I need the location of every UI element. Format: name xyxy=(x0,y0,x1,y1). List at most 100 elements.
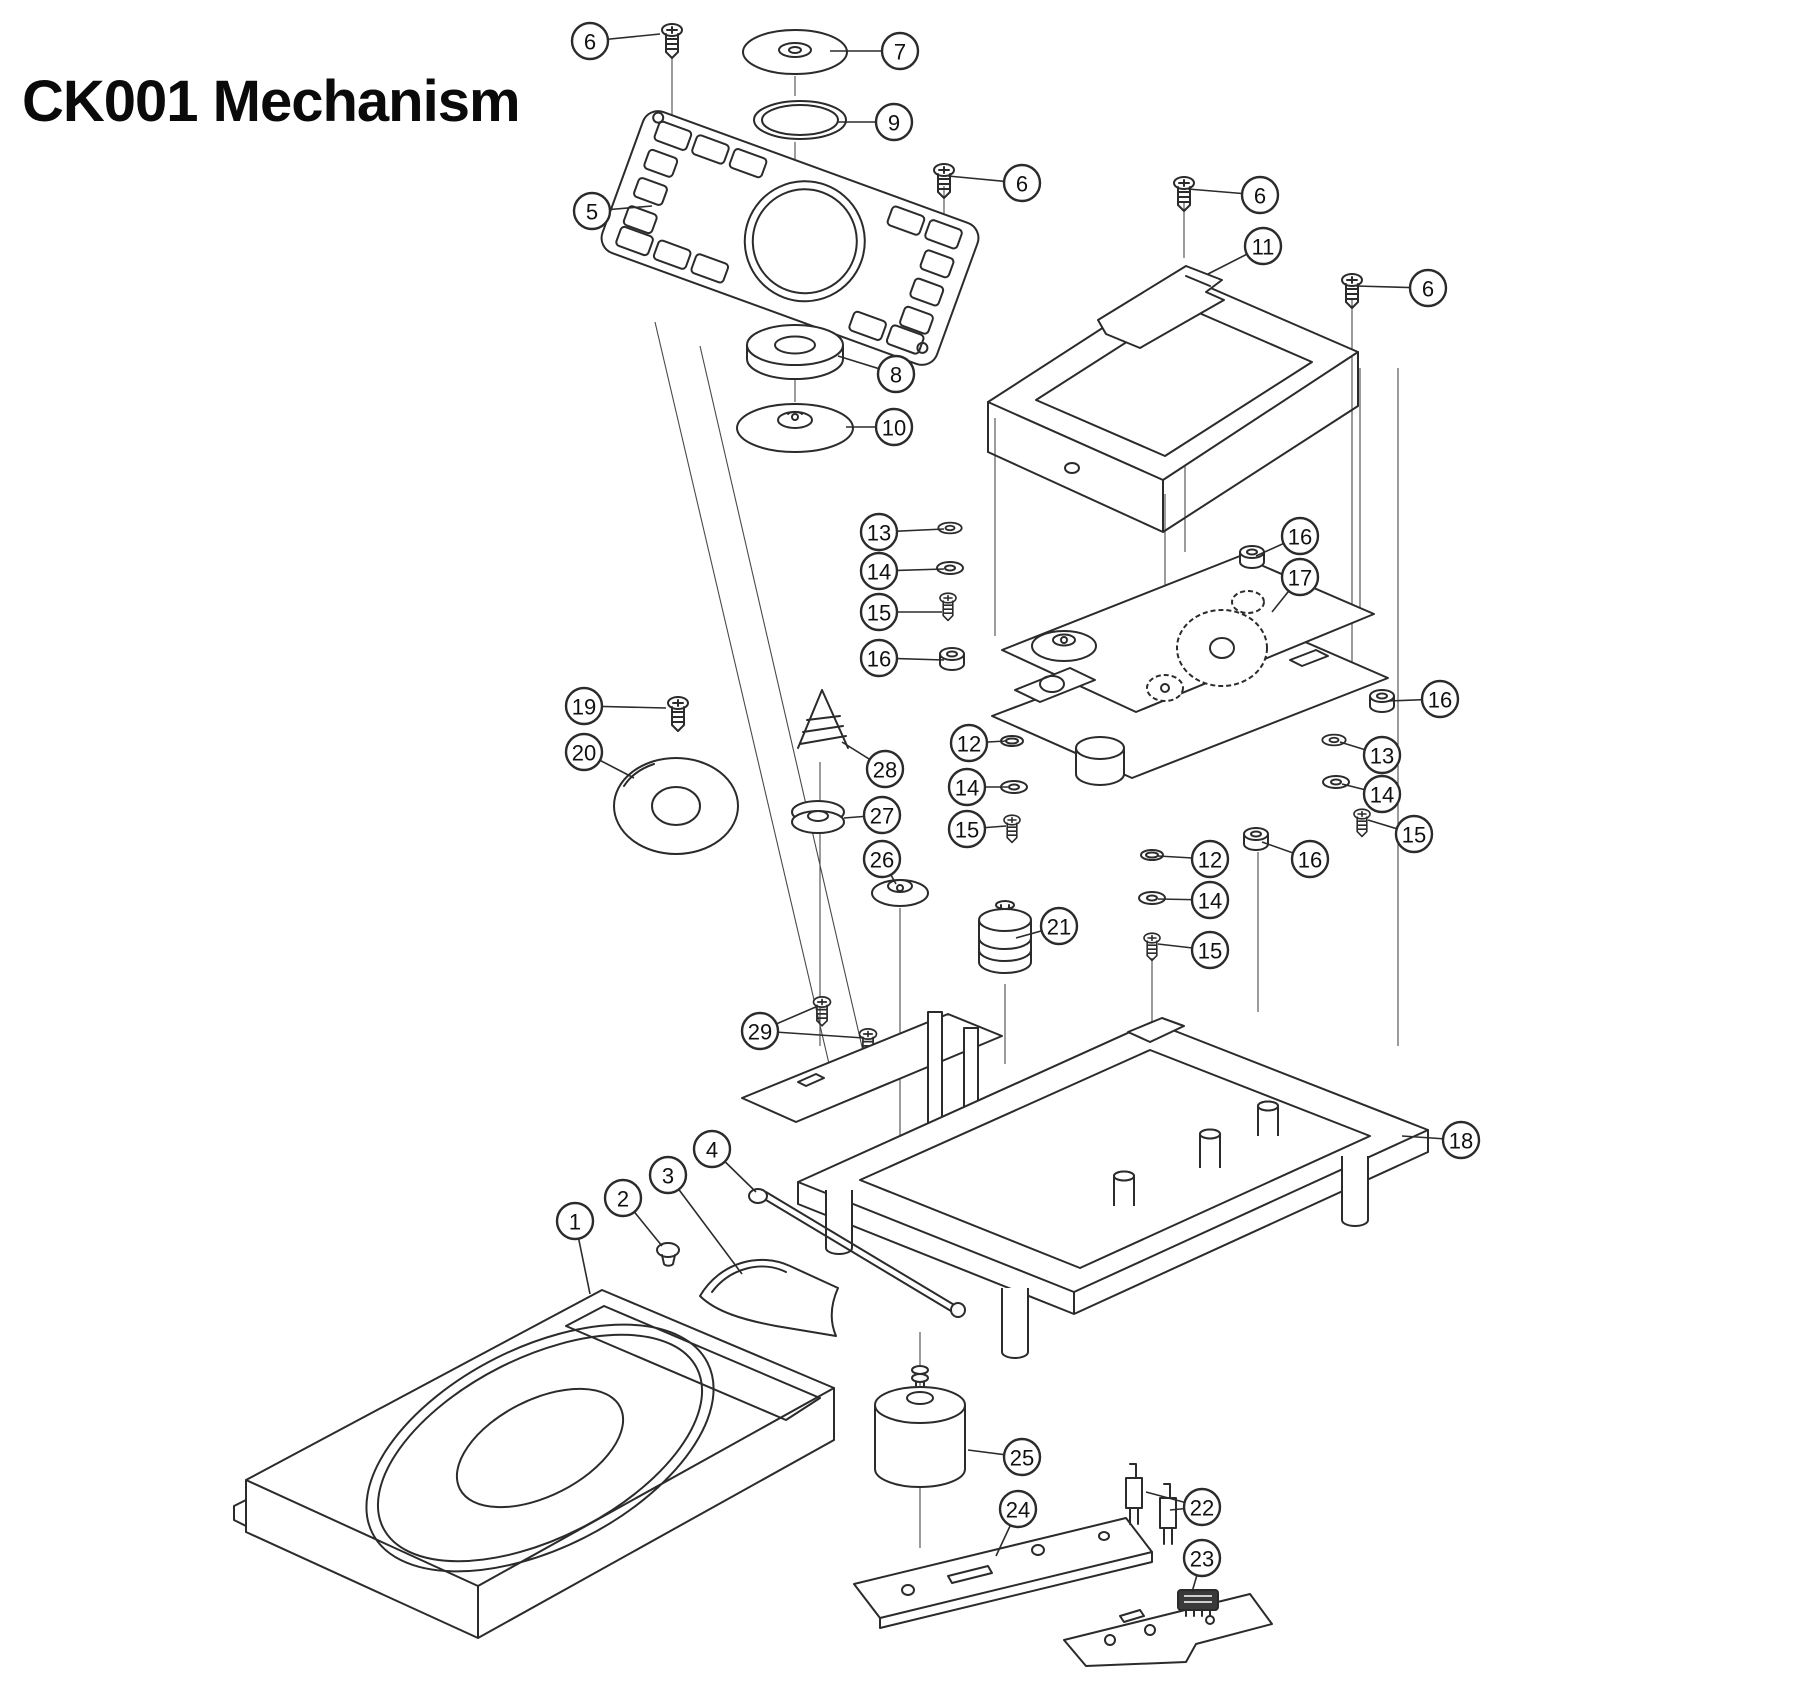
part-20-clamper xyxy=(613,757,739,855)
svg-text:15: 15 xyxy=(1198,939,1222,964)
callout-14: 14 xyxy=(1341,774,1402,814)
part-28-cone-spring xyxy=(797,689,849,749)
svg-text:15: 15 xyxy=(955,818,979,843)
svg-text:13: 13 xyxy=(867,521,891,546)
svg-text:5: 5 xyxy=(586,200,598,225)
callout-21: 21 xyxy=(1015,906,1079,946)
part-26-pulley xyxy=(871,879,929,907)
callout-15: 15 xyxy=(1367,814,1434,854)
callout-16: 16 xyxy=(1387,679,1460,719)
svg-text:8: 8 xyxy=(890,363,902,388)
callout-22: 22 xyxy=(1145,1487,1222,1527)
part-23-connector xyxy=(1177,1589,1219,1617)
part-3-cover xyxy=(699,1258,839,1337)
svg-text:4: 4 xyxy=(706,1138,718,1163)
callout-11: 11 xyxy=(1207,226,1283,275)
svg-text:12: 12 xyxy=(1198,848,1222,873)
svg-text:10: 10 xyxy=(882,416,906,441)
svg-text:6: 6 xyxy=(1422,277,1434,302)
callout-17: 17 xyxy=(1271,557,1320,613)
callout-18: 18 xyxy=(1401,1120,1481,1160)
svg-text:14: 14 xyxy=(867,560,891,585)
callout-29: 29 xyxy=(740,1005,865,1051)
part-4-rod xyxy=(748,1188,966,1318)
part-1-tray xyxy=(233,1289,835,1639)
svg-text:27: 27 xyxy=(870,804,894,829)
svg-text:12: 12 xyxy=(957,732,981,757)
svg-text:15: 15 xyxy=(867,601,891,626)
svg-text:20: 20 xyxy=(572,741,596,766)
callout-5: 5 xyxy=(572,191,653,231)
part-7-disc xyxy=(742,29,848,75)
page-title: CK001 Mechanism xyxy=(22,69,521,134)
callout-20: 20 xyxy=(564,732,635,779)
svg-text:17: 17 xyxy=(1288,566,1312,591)
callout-16: 16 xyxy=(1255,516,1320,557)
part-9-ring xyxy=(753,100,847,140)
callout-4: 4 xyxy=(692,1129,757,1193)
svg-text:9: 9 xyxy=(888,111,900,136)
callout-15: 15 xyxy=(947,809,1007,849)
svg-text:6: 6 xyxy=(584,30,596,55)
svg-text:6: 6 xyxy=(1254,184,1266,209)
svg-text:18: 18 xyxy=(1449,1129,1473,1154)
svg-text:19: 19 xyxy=(572,695,596,720)
part-10-platter xyxy=(736,403,854,453)
part-27-pulley xyxy=(791,800,845,834)
part-8-magnet xyxy=(746,324,844,380)
callout-9: 9 xyxy=(838,102,914,142)
svg-text:11: 11 xyxy=(1252,235,1275,260)
svg-text:24: 24 xyxy=(1006,1498,1030,1523)
callout-14: 14 xyxy=(947,767,1008,807)
callout-24: 24 xyxy=(995,1489,1038,1557)
svg-text:16: 16 xyxy=(1298,848,1322,873)
svg-text:14: 14 xyxy=(1198,889,1222,914)
svg-text:23: 23 xyxy=(1190,1547,1214,1572)
part-2-knob xyxy=(656,1242,680,1267)
svg-text:1: 1 xyxy=(569,1210,581,1235)
part-22-switches xyxy=(1125,1463,1177,1545)
svg-text:3: 3 xyxy=(662,1164,674,1189)
svg-text:14: 14 xyxy=(955,776,979,801)
callout-12: 12 xyxy=(1157,839,1230,879)
callout-14: 14 xyxy=(1157,880,1230,920)
svg-text:28: 28 xyxy=(873,758,897,783)
svg-text:6: 6 xyxy=(1016,172,1028,197)
svg-text:14: 14 xyxy=(1370,783,1394,808)
callout-16: 16 xyxy=(1261,839,1330,879)
callout-7: 7 xyxy=(830,31,920,71)
part-21-motor xyxy=(978,900,1032,974)
callout-15: 15 xyxy=(859,592,942,632)
callout-25: 25 xyxy=(967,1437,1042,1477)
svg-text:29: 29 xyxy=(748,1020,772,1045)
svg-text:16: 16 xyxy=(1428,688,1452,713)
svg-text:22: 22 xyxy=(1190,1496,1214,1521)
callout-2: 2 xyxy=(603,1178,663,1247)
svg-text:2: 2 xyxy=(617,1187,629,1212)
callout-6: 6 xyxy=(1187,175,1280,215)
svg-text:21: 21 xyxy=(1047,915,1071,940)
callout-13: 13 xyxy=(859,512,945,552)
svg-text:7: 7 xyxy=(894,40,906,65)
part-18-base-chassis xyxy=(741,1011,1429,1359)
svg-text:13: 13 xyxy=(1370,744,1394,769)
callout-6: 6 xyxy=(947,163,1042,203)
part-5-grille-plate xyxy=(600,110,980,366)
part-11-frame xyxy=(987,265,1359,533)
part-sub-board xyxy=(1063,1593,1273,1667)
callout-16: 16 xyxy=(859,638,945,678)
svg-text:16: 16 xyxy=(1288,525,1312,550)
callout-12: 12 xyxy=(949,723,1007,763)
callout-1: 1 xyxy=(555,1201,595,1295)
callout-10: 10 xyxy=(846,407,914,447)
callout-14: 14 xyxy=(859,551,945,591)
part-25-motor xyxy=(874,1365,966,1488)
svg-text:15: 15 xyxy=(1402,823,1426,848)
callout-8: 8 xyxy=(837,354,916,394)
callout-19: 19 xyxy=(564,686,667,726)
callout-27: 27 xyxy=(843,795,902,835)
callout-26: 26 xyxy=(862,839,902,885)
